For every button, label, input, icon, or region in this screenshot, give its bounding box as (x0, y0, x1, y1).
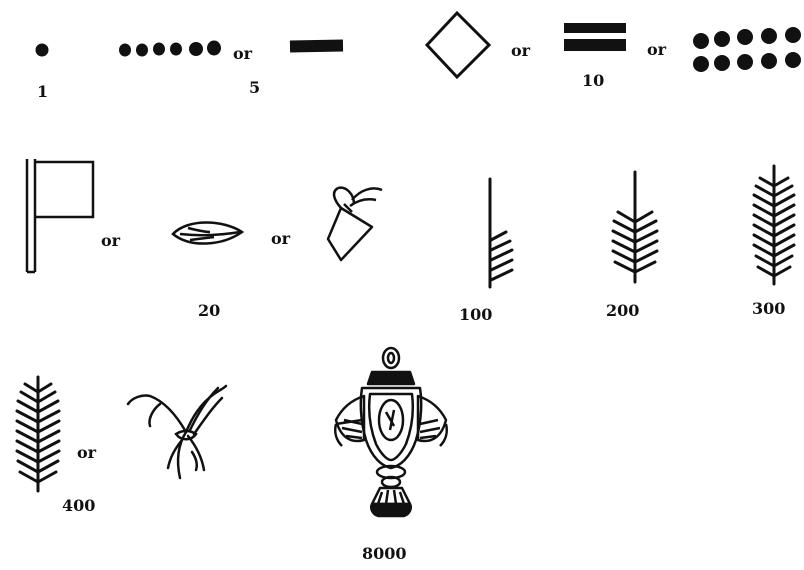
bar-icon (290, 40, 343, 53)
tied-bag-icon (328, 188, 382, 260)
label-ten: 10 (582, 71, 604, 90)
ten-dots-icon (693, 27, 801, 72)
label-eight-thousand: 8000 (362, 544, 407, 563)
or-ten-a: or (511, 41, 531, 60)
feather-300-icon (754, 166, 794, 284)
label-twenty: 20 (198, 301, 220, 320)
feather-100-icon (490, 179, 512, 287)
flag-icon (27, 159, 93, 272)
or-twenty-a: or (101, 231, 121, 250)
dot-one-icon (36, 44, 49, 57)
or-twenty-b: or (271, 229, 291, 248)
label-four-hundred: 400 (62, 496, 95, 515)
five-dots-icon (119, 41, 221, 57)
leaf-icon (173, 223, 242, 244)
label-two-hundred: 200 (606, 301, 639, 320)
diamond-icon (427, 13, 489, 77)
or-five: or (233, 44, 253, 63)
feather-400-icon (17, 377, 59, 491)
label-three-hundred: 300 (752, 299, 785, 318)
incense-pouch-icon (335, 348, 447, 516)
plant-tuft-icon (128, 386, 226, 478)
label-hundred: 100 (459, 305, 492, 324)
or-ten-b: or (647, 40, 667, 59)
double-bar-icon (564, 23, 626, 51)
label-one: 1 (37, 82, 48, 101)
or-four-hundred: or (77, 443, 97, 462)
feather-200-icon (613, 172, 657, 282)
label-five: 5 (249, 78, 260, 97)
